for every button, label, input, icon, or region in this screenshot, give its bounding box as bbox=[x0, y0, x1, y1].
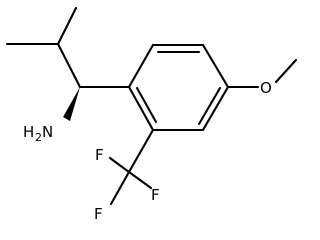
bond-cf3-f-top bbox=[108, 156, 131, 174]
amine-subscript-label: 2 bbox=[35, 131, 42, 144]
isopropyl-group bbox=[5, 6, 82, 89]
ring-bond-c3-c4 bbox=[201, 43, 230, 89]
fluorine-right-label: F bbox=[151, 186, 160, 204]
ring-double-bond-c6-c1 bbox=[135, 86, 158, 124]
ring-bond-c4-c5 bbox=[201, 85, 230, 132]
amine-n-label: N bbox=[42, 123, 53, 141]
bond-isopropyl-stereocenter bbox=[56, 42, 82, 89]
benzene-ring bbox=[127, 43, 230, 132]
fluorine-bottom-label: F bbox=[94, 205, 103, 223]
bond-methyl-top bbox=[56, 6, 78, 46]
bond-ring-cf3 bbox=[127, 128, 155, 174]
bond-cf3-f-right bbox=[127, 170, 153, 190]
bond-oxygen-methyl bbox=[274, 58, 298, 84]
fluorine-top-label: F bbox=[95, 146, 104, 164]
amine-h-label: H bbox=[23, 123, 34, 141]
wedge-bond-stereocenter-amine bbox=[63, 87, 80, 121]
ring-bond-c6-c1 bbox=[127, 85, 155, 132]
ring-double-bond-c4-c5 bbox=[197, 86, 222, 126]
trifluoromethyl-group bbox=[108, 128, 155, 206]
chemical-structure: H 2 N O F F F bbox=[5, 6, 298, 223]
ring-bond-c1-c2 bbox=[127, 43, 155, 89]
methoxy-group bbox=[226, 58, 298, 89]
bond-cf3-f-bottom bbox=[109, 170, 131, 206]
methoxy-oxygen-label: O bbox=[260, 79, 272, 97]
